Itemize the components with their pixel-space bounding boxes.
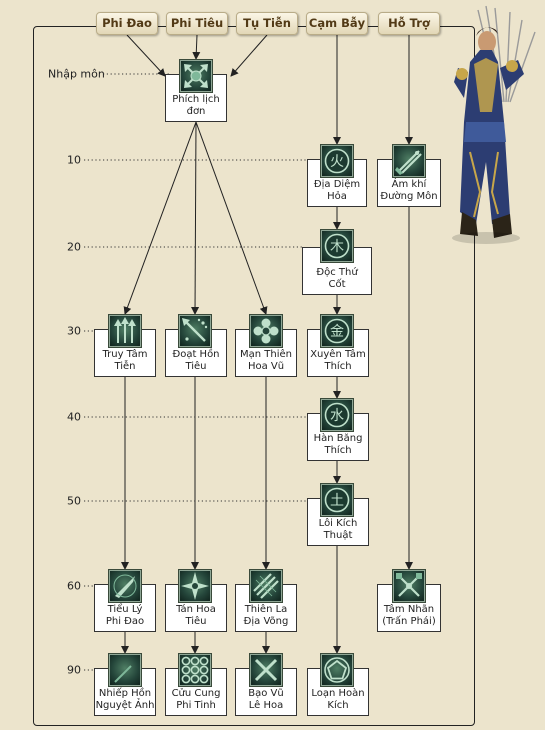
flying-knife-icon[interactable] — [108, 569, 142, 603]
crossed-blades-icon[interactable] — [392, 144, 426, 178]
arrow-tab-phi-dao-to-phich-lich-don — [126, 34, 166, 77]
skill-label-truy-tam-tien: Truy Tâm Tiễn — [94, 329, 156, 377]
warrior-portrait-icon — [452, 5, 536, 244]
metal-rune-icon[interactable]: 金 — [320, 314, 354, 348]
arrow-tab-tu-tien-to-phich-lich-don — [230, 34, 268, 77]
crossed-swords-icon[interactable] — [392, 569, 426, 603]
wood-rune-icon[interactable]: 木 — [320, 229, 354, 263]
arrow-tab-phi-tieu-to-phich-lich-don — [192, 34, 201, 60]
level-label-10: 10 — [67, 153, 81, 167]
level-label-nhap-mon: Nhập môn — [48, 67, 105, 81]
svg-text:火: 火 — [330, 154, 344, 170]
arrow-phich-lich-don-to-truy-tam-tien — [123, 121, 197, 315]
tab-ho-tro[interactable]: Hỗ Trợ — [378, 12, 440, 35]
level-label-40: 40 — [67, 410, 81, 424]
diagonal-dart-icon[interactable] — [178, 314, 212, 348]
tab-phi-tieu[interactable]: Phi Tiêu — [166, 12, 228, 35]
net-blades-icon[interactable] — [249, 569, 283, 603]
skill-label-tam-nhan-tran-phai: Tâm Nhãn (Trấn Phái) — [377, 584, 441, 632]
earth-rune-icon[interactable]: 土 — [320, 483, 354, 517]
tab-tu-tien[interactable]: Tụ Tiễn — [236, 12, 298, 35]
level-label-50: 50 — [67, 494, 81, 508]
svg-text:金: 金 — [330, 324, 344, 340]
moon-blade-icon[interactable] — [108, 653, 142, 687]
arrow-phich-lich-don-to-man-thien-hoa-vu — [195, 121, 268, 315]
arrow-phich-lich-don-to-doat-hon-tieu — [191, 121, 200, 315]
nine-rings-icon[interactable] — [178, 653, 212, 687]
svg-text:水: 水 — [330, 408, 344, 424]
svg-text:木: 木 — [330, 239, 344, 255]
level-label-30: 30 — [67, 324, 81, 338]
svg-text:土: 土 — [330, 493, 344, 509]
water-rune-icon[interactable]: 水 — [320, 398, 354, 432]
shuriken-icon[interactable] — [178, 569, 212, 603]
flower-icon[interactable] — [249, 314, 283, 348]
level-label-90: 90 — [67, 663, 81, 677]
tab-cam-bay[interactable]: Cạm Bẫy — [306, 12, 368, 35]
pentagon-ring-icon[interactable] — [320, 653, 354, 687]
fire-rune-icon[interactable]: 火 — [320, 144, 354, 178]
level-label-60: 60 — [67, 579, 81, 593]
skill-label-loan-hoan-kich: Loạn Hoàn Kích — [307, 668, 369, 716]
x-blades-icon[interactable] — [249, 653, 283, 687]
triple-arrow-icon[interactable] — [108, 314, 142, 348]
tab-phi-dao[interactable]: Phi Đao — [96, 12, 158, 35]
level-label-20: 20 — [67, 240, 81, 254]
cross-arrows-icon[interactable] — [179, 59, 213, 93]
